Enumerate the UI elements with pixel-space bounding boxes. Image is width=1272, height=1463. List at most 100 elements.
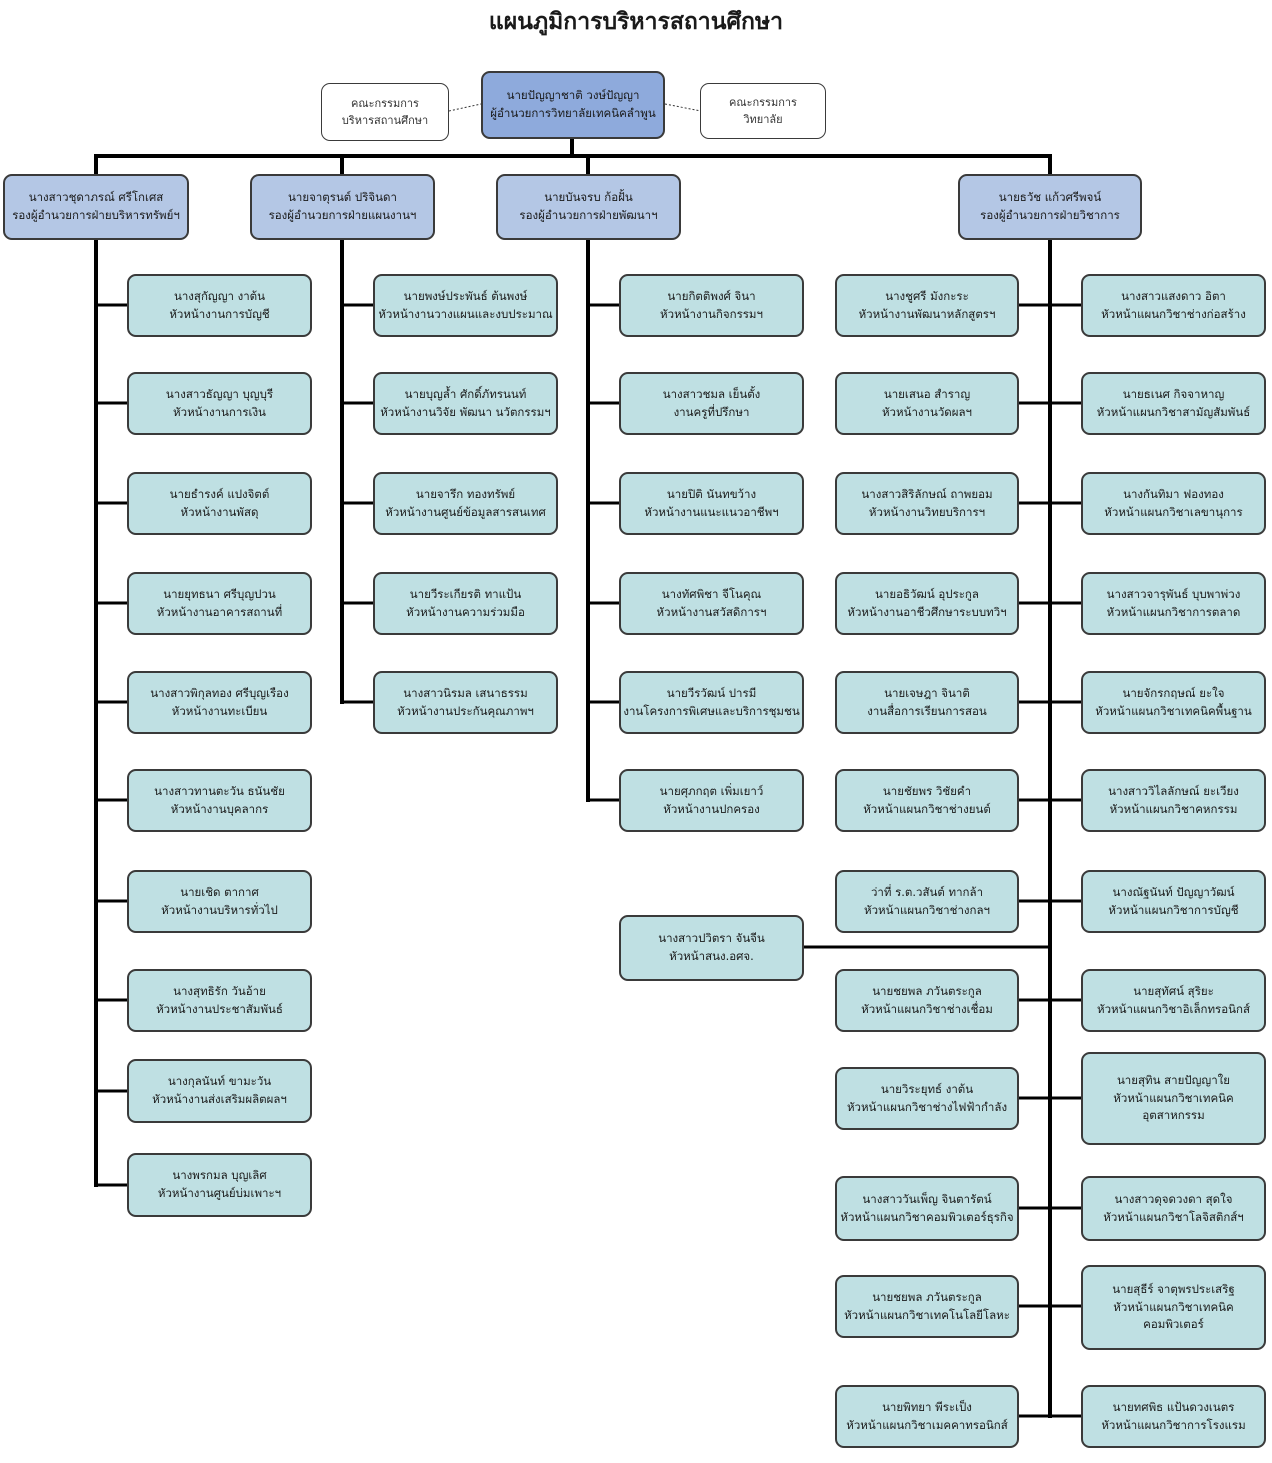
staff-name: นายชยพล ภวันตระกูล [872, 983, 982, 998]
staff-box: นายชยพล ภวันตระกูลหัวหน้าแผนกวิชาช่างเชื… [835, 969, 1019, 1032]
staff-name: นายชัยพร วิชัยคำ [882, 783, 972, 798]
staff-name: นายจักรกฤษณ์ ยะใจ [1122, 685, 1225, 700]
staff-role: หัวหน้างานศูนย์บ่มเพาะฯ [157, 1186, 282, 1200]
staff-role: หัวหน้าแผนกวิชาการโรงแรม [1101, 1417, 1246, 1432]
staff-role: หัวหน้าแผนกวิชาเทคโนโลยีโลหะ [844, 1307, 1010, 1322]
staff-box: นางสาวนิรมล เสนาธรรมหัวหน้างานประกันคุณภ… [373, 671, 558, 734]
staff-box: นายสุทัศน์ สุริยะหัวหน้าแผนกวิชาอิเล็กทร… [1081, 969, 1266, 1032]
staff-name: นายกิตติพงศ์ จินา [667, 288, 756, 303]
staff-name: นายธำรงค์ แปงจิตต์ [169, 486, 270, 501]
staff-box: นายพิทยา พีระเป็งหัวหน้าแผนกวิชาเมคคาทรอ… [835, 1385, 1019, 1448]
staff-box: นายสุธีร์ จาตุพรประเสริฐหัวหน้าแผนกวิชาเ… [1081, 1265, 1266, 1350]
staff-role: หัวหน้างานอาชีวศึกษาระบบทวิฯ [847, 604, 1007, 619]
committee-box: คณะกรรมการ วิทยาลัย [700, 83, 826, 139]
staff-box: นายจารึก ทองทรัพย์หัวหน้างานศูนย์ข้อมูลส… [373, 472, 558, 535]
staff-name: นางสาวชมล เย็นตั้ง [662, 386, 761, 401]
staff-box: นางสาวดุจดวงดา สุดใจหัวหน้าแผนกวิชาโลจิส… [1081, 1176, 1266, 1241]
staff-name: นายสุธีร์ จาตุพรประเสริฐ [1112, 1281, 1235, 1296]
staff-box: นายจักรกฤษณ์ ยะใจหัวหน้าแผนกวิชาเทคนิคพื… [1081, 671, 1266, 734]
staff-role: หัวหน้าแผนกวิชาเทคนิค [1113, 1299, 1234, 1314]
deputy-name: นายจาตุรนต์ ปริจินดา [288, 190, 397, 205]
staff-box: นางทัศพิชา จีโนคุณหัวหน้างานสวัสดิการฯ [619, 572, 804, 635]
staff-name: นายวีระเกียรติ ทาแป้น [409, 586, 522, 601]
staff-name: นางสาวแสงดาว อิตา [1121, 288, 1226, 303]
staff-name: นายทศพิธ แป้นดวงเนตร [1112, 1399, 1235, 1414]
staff-name: นายพงษ์ประพันธ์ ต้นพงษ์ [403, 288, 528, 303]
staff-role-cont: คอมพิวเตอร์ [1143, 1317, 1204, 1332]
director-role: ผู้อำนวยการวิทยาลัยเทคนิคลำพูน [490, 106, 656, 120]
staff-role: หัวหน้าแผนกวิชาสามัญสัมพันธ์ [1096, 404, 1251, 419]
staff-box: นายอธิวัฒน์ อุประกูลหัวหน้างานอาชีวศึกษา… [835, 572, 1019, 635]
staff-name: ว่าที่ ร.ต.วสันต์ ทากล้า [870, 884, 984, 899]
staff-role: หัวหน้าแผนกวิชาการบัญชี [1108, 902, 1239, 917]
staff-box: นางสุทธิรัก วันอ้ายหัวหน้างานประชาสัมพัน… [127, 969, 312, 1032]
staff-role: หัวหน้างานบริหารทั่วไป [161, 902, 278, 917]
deputy-role: รองผู้อำนวยการฝ่ายบริหารทรัพย์ฯ [12, 208, 180, 222]
staff-name: นางสาวดุจดวงดา สุดใจ [1114, 1191, 1233, 1206]
staff-name: นายพิทยา พีระเป็ง [882, 1399, 972, 1414]
staff-role: งานครูที่ปรึกษา [673, 404, 750, 419]
staff-role: หัวหน้าแผนกวิชาการตลาด [1106, 604, 1241, 619]
staff-role: หัวหน้างานการเงิน [173, 404, 266, 419]
staff-box: นายยุทธนา ศรีบุญปวนหัวหน้างานอาคารสถานที… [127, 572, 312, 635]
staff-box: นางชูศรี มังกะระหัวหน้างานพัฒนาหลักสูตรฯ [835, 274, 1019, 337]
staff-role: หัวหน้างานการบัญชี [169, 306, 270, 321]
staff-role: หัวหน้างานปกครอง [663, 801, 760, 816]
staff-role: หัวหน้างานทะเบียน [171, 703, 268, 718]
staff-box: นายชยพล ภวันตระกูลหัวหน้าแผนกวิชาเทคโนโล… [835, 1275, 1019, 1338]
staff-role: หัวหน้าแผนกวิชาช่างยนต์ [863, 801, 991, 816]
staff-role: หัวหน้าแผนกวิชาช่างไฟฟ้ากำลัง [846, 1099, 1008, 1114]
staff-box: นายเจษฎา จินาติงานสื่อการเรียนการสอน [835, 671, 1019, 734]
staff-name: นางชูศรี มังกะระ [885, 288, 969, 303]
staff-box: นางกุลนันท์ ขามะวันหัวหน้างานส่งเสริมผลิ… [127, 1059, 312, 1123]
staff-name: นางสาวนิรมล เสนาธรรม [403, 685, 528, 700]
staff-name: นายยุทธนา ศรีบุญปวน [163, 586, 276, 601]
staff-box: นายวิระยุทธ์ งาต้นหัวหน้าแผนกวิชาช่างไฟฟ… [835, 1067, 1019, 1130]
deputy-name: นายธวัช แก้วศรีพจน์ [998, 190, 1102, 205]
staff-box: นางสุกัญญา งาต้นหัวหน้างานการบัญชี [127, 274, 312, 337]
staff-name: นางสาวสิริลักษณ์ ถาพยอม [861, 486, 993, 501]
staff-role: หัวหน้างานพัสดุ [180, 504, 259, 519]
staff-box: นางสาวชมล เย็นตั้งงานครูที่ปรึกษา [619, 372, 804, 435]
staff-role: หัวหน้าแผนกวิชาช่างกลฯ [864, 902, 990, 917]
deputy-role: รองผู้อำนวยการฝ่ายแผนงานฯ [268, 208, 417, 222]
staff-box: นางสาวปวิตรา จันจีนหัวหน้าสนง.อศจ. [619, 915, 804, 981]
staff-name: นายสุทิน สายปัญญาใย [1116, 1072, 1231, 1087]
staff-name: นายเจษฎา จินาติ [884, 685, 970, 700]
staff-name: นายศุภกฤต เพิ่มเยาว์ [659, 783, 764, 798]
staff-role: หัวหน้างานวัดผลฯ [881, 404, 973, 419]
staff-role: หัวหน้างานวางแผนและงบประมาณ [378, 306, 553, 321]
deputy-name: นายบันจรบ ก้อฝั้น [544, 190, 633, 205]
staff-name: นางสาวปวิตรา จันจีน [658, 931, 765, 946]
staff-role: หัวหน้าแผนกวิชาช่างก่อสร้าง [1101, 306, 1246, 321]
staff-name: นายปิติ นันทขว้าง [666, 486, 757, 501]
staff-box: นายพงษ์ประพันธ์ ต้นพงษ์หัวหน้างานวางแผนแ… [373, 274, 558, 337]
staff-role: หัวหน้างานแนะแนวอาชีพฯ [644, 504, 779, 519]
staff-name: นางณัฐนันท์ ปัญญาวัฒน์ [1112, 884, 1235, 899]
staff-name: นางสาวทานตะวัน ธนันชัย [154, 783, 285, 798]
staff-box: นายบุญล้ำ ศักดิ์ภัทรนนท์หัวหน้างานวิจัย … [373, 372, 558, 435]
staff-name: นายสุทัศน์ สุริยะ [1133, 983, 1214, 998]
staff-name: นายวีรวัฒน์ ปารมี [666, 685, 757, 700]
staff-role: หัวหน้างานวิทยบริการฯ [868, 504, 986, 519]
staff-name: นางสาวจารุพันธ์ บุบพาพ่วง [1106, 586, 1241, 601]
staff-box: นายปิติ นันทขว้างหัวหน้างานแนะแนวอาชีพฯ [619, 472, 804, 535]
staff-box: นางณัฐนันท์ ปัญญาวัฒน์หัวหน้าแผนกวิชาการ… [1081, 870, 1266, 933]
staff-name: นายชยพล ภวันตระกูล [872, 1289, 982, 1304]
staff-role-cont: อุตสาหกรรม [1142, 1108, 1205, 1123]
staff-box: นายทศพิธ แป้นดวงเนตรหัวหน้าแผนกวิชาการโร… [1081, 1385, 1266, 1448]
director-name: นายปัญญาชาติ วงษ์ปัญญา [506, 88, 640, 103]
staff-box: ว่าที่ ร.ต.วสันต์ ทากล้าหัวหน้าแผนกวิชาช… [835, 870, 1019, 933]
staff-role: หัวหน้าแผนกวิชาอิเล็กทรอนิกส์ [1097, 1001, 1250, 1016]
staff-name: นายเสนอ สำราญ [883, 386, 971, 401]
committee-box: คณะกรรมการ บริหารสถานศึกษา [321, 83, 449, 141]
deputy-name: นางสาวชุดาภรณ์ ศรีโกเศส [28, 190, 164, 205]
staff-role: งานสื่อการเรียนการสอน [867, 703, 987, 718]
staff-box: นางสาวสิริลักษณ์ ถาพยอมหัวหน้างานวิทยบริ… [835, 472, 1019, 535]
staff-box: นายเชิด ตากาศหัวหน้างานบริหารทั่วไป [127, 870, 312, 933]
staff-box: นายศุภกฤต เพิ่มเยาว์หัวหน้างานปกครอง [619, 769, 804, 832]
deputy-role: รองผู้อำนวยการฝ่ายวิชาการ [980, 208, 1120, 222]
deputy-box: นายบันจรบ ก้อฝั้น รองผู้อำนวยการฝ่ายพัฒน… [496, 174, 681, 240]
staff-role: หัวหน้าแผนกวิชาเทคนิค [1113, 1090, 1234, 1105]
